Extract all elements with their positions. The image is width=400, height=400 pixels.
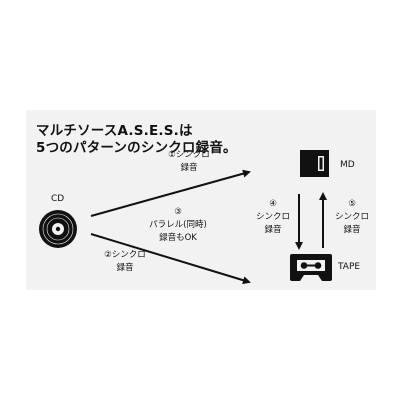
- arrow1-label: ①シンクロ 録音: [159, 149, 219, 175]
- cassette-tape-icon: [290, 254, 332, 281]
- arrow4-number: ④: [269, 199, 277, 209]
- arrow1-line2: 録音: [180, 163, 198, 173]
- tape-label: TAPE: [338, 262, 361, 272]
- arrow-cd-to-tape: [90, 233, 251, 285]
- title-line-1: マルチソースA.S.E.S.は: [36, 123, 193, 139]
- arrow3-line1: パラレル(同時): [149, 220, 207, 230]
- arrow3-label: ③ パラレル(同時) 録音もOK: [133, 206, 223, 245]
- arrow5-line1: シンクロ: [334, 212, 369, 222]
- arrow3-number: ③: [174, 207, 182, 217]
- arrow-cd-to-md: [90, 169, 251, 217]
- arrow2-line1: シンクロ: [111, 250, 146, 260]
- arrow1-line1: シンクロ: [175, 150, 210, 160]
- md-disc-icon: [300, 150, 329, 177]
- arrow5-number: ⑤: [348, 199, 356, 209]
- arrow5-line2: 録音: [343, 225, 361, 235]
- arrow2-line2: 録音: [116, 263, 134, 273]
- arrow3-line2: 録音もOK: [159, 233, 197, 243]
- cd-label: CD: [51, 194, 65, 204]
- arrow4-label: ④ シンクロ 録音: [253, 198, 293, 237]
- arrow4-line1: シンクロ: [255, 212, 290, 222]
- arrow2-label: ②シンクロ 録音: [95, 249, 155, 275]
- md-label: MD: [340, 160, 355, 170]
- arrow2-number: ②: [104, 250, 112, 260]
- title-line-2: 5つのパターンのシンクロ録音。: [36, 140, 237, 156]
- cd-disc-icon: [39, 210, 77, 248]
- arrow5-label: ⑤ シンクロ 録音: [332, 198, 372, 237]
- arrow4-line2: 録音: [264, 225, 282, 235]
- arrow1-number: ①: [168, 150, 176, 160]
